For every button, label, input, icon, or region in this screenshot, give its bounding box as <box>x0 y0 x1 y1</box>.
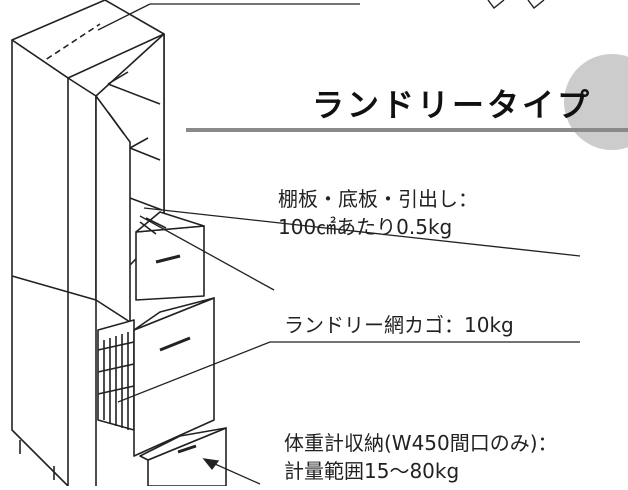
shelf-label-line2: 100㎠あたり0.5kg <box>278 215 453 239</box>
basket-drawer-handle <box>159 336 191 352</box>
leader-shelf-1 <box>143 207 581 257</box>
leader-scale-arrow <box>202 458 220 471</box>
accent-circle <box>564 54 628 150</box>
shelf-label-line1: 棚板・底板・引出し： <box>278 187 478 211</box>
leader-basket <box>117 341 271 403</box>
leader-top <box>97 3 151 31</box>
lower-body-divider <box>11 275 97 301</box>
basket-label: ランドリー網カゴ：10kg <box>284 313 514 337</box>
upper-drawer-handle <box>155 254 181 264</box>
scale-drawer-handle <box>177 444 197 454</box>
scale-label-line2: 計量範囲15〜80kg <box>284 459 460 483</box>
scale-label-line1: 体重計収納(W450間口のみ)： <box>284 431 558 455</box>
page-title: ランドリータイプ <box>312 86 593 124</box>
leader-shelf-2 <box>139 215 275 291</box>
shelf-middle <box>129 147 161 161</box>
top-right-marks <box>487 0 545 9</box>
cabinet <box>11 0 227 487</box>
leader-lines <box>97 3 581 485</box>
cabinet-left-side <box>11 39 69 487</box>
upper-drawer-front <box>135 225 205 301</box>
shelf-lower <box>129 197 163 211</box>
shelf-upper <box>107 83 161 105</box>
